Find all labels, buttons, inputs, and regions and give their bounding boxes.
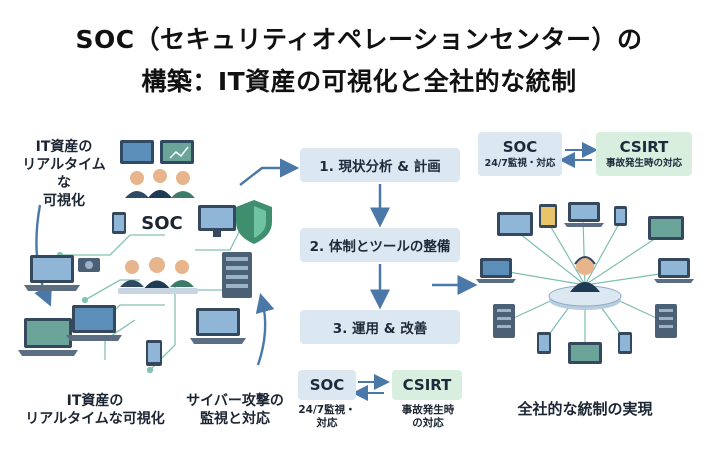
caption-visibility-top: IT資産の リアルタイムな 可視化 (18, 138, 110, 210)
soc-name: SOC (309, 375, 345, 394)
desc-line: 事故発生時 (401, 404, 455, 416)
desc-line: の対応 (412, 417, 444, 429)
laptop-icon (66, 305, 122, 341)
monitor-icon (568, 342, 602, 364)
caption-line: 可視化 (43, 193, 85, 209)
laptop-icon (564, 202, 604, 227)
desc-line: 対応 (316, 417, 338, 429)
page-title-line-1: SOC（セキュリティオペレーションセンター）の (75, 25, 643, 54)
soc-desc-bottom: 24/7監視・ 対応 (290, 404, 364, 430)
soc-operators-top (120, 140, 195, 198)
laptop-icon (476, 258, 516, 283)
step-2-box: 2. 体制とツールの整備 (300, 228, 460, 262)
desc-line: 24/7監視・ (298, 404, 356, 416)
csirt-name: CSIRT (619, 137, 669, 156)
caption-line: リアルタイムな (22, 157, 106, 191)
smartphone-icon (146, 340, 162, 366)
page-title-line-2: 構築：IT資産の可視化と全社的な統制 (141, 67, 577, 96)
tablet-icon (539, 204, 557, 228)
soc-operators-bottom (118, 257, 198, 294)
step-1-box: 1. 現状分析 & 計画 (300, 148, 460, 182)
csirt-name: CSIRT (402, 375, 452, 394)
caption-line: リアルタイムな可視化 (25, 411, 165, 427)
caption-line: 監視と対応 (200, 411, 270, 427)
step-flow-arrows (370, 184, 478, 310)
csirt-desc-bottom: 事故発生時 の対応 (388, 404, 468, 430)
smartphone-icon (618, 332, 632, 354)
smartphone-icon (537, 332, 551, 354)
caption-company-control: 全社的な統制の実現 (517, 400, 653, 418)
caption-line: IT資産の (35, 139, 93, 155)
smartphone-icon (614, 206, 627, 226)
monitor-icon (497, 212, 533, 236)
monitor-icon (198, 205, 236, 237)
csirt-box-bottom: CSIRT (392, 370, 462, 400)
caption-visibility-bottom: IT資産の リアルタイムな可視化 (12, 392, 178, 428)
headset-operator-icon (548, 256, 622, 310)
laptop-icon (654, 258, 694, 283)
server-icon (222, 252, 252, 298)
caption-cyber-attack: サイバー攻撃の 監視と対応 (180, 392, 290, 428)
swap-arrows-icon (559, 142, 598, 168)
soc-box-top: SOC 24/7監視・対応 (478, 132, 562, 176)
caption-line: サイバー攻撃の (186, 393, 284, 409)
laptop-icon (18, 318, 78, 356)
monitor-icon (648, 216, 684, 240)
smartphone-icon (112, 212, 126, 234)
camera-icon (78, 258, 100, 272)
soc-center-label: SOC (141, 213, 183, 234)
laptop-icon (24, 255, 80, 291)
soc-desc: 24/7監視・対応 (484, 157, 556, 169)
soc-box-bottom: SOC (298, 370, 356, 400)
caption-line: IT資産の (66, 393, 124, 409)
laptop-icon (190, 308, 246, 344)
csirt-desc: 事故発生時の対応 (605, 157, 682, 169)
server-icon (493, 304, 515, 338)
soc-name: SOC (502, 137, 538, 156)
swap-arrows-icon (352, 374, 390, 401)
shield-icon (236, 200, 272, 244)
server-icon (655, 304, 677, 338)
csirt-box-top: CSIRT 事故発生時の対応 (596, 132, 692, 176)
step-3-box: 3. 運用 & 改善 (300, 310, 460, 344)
